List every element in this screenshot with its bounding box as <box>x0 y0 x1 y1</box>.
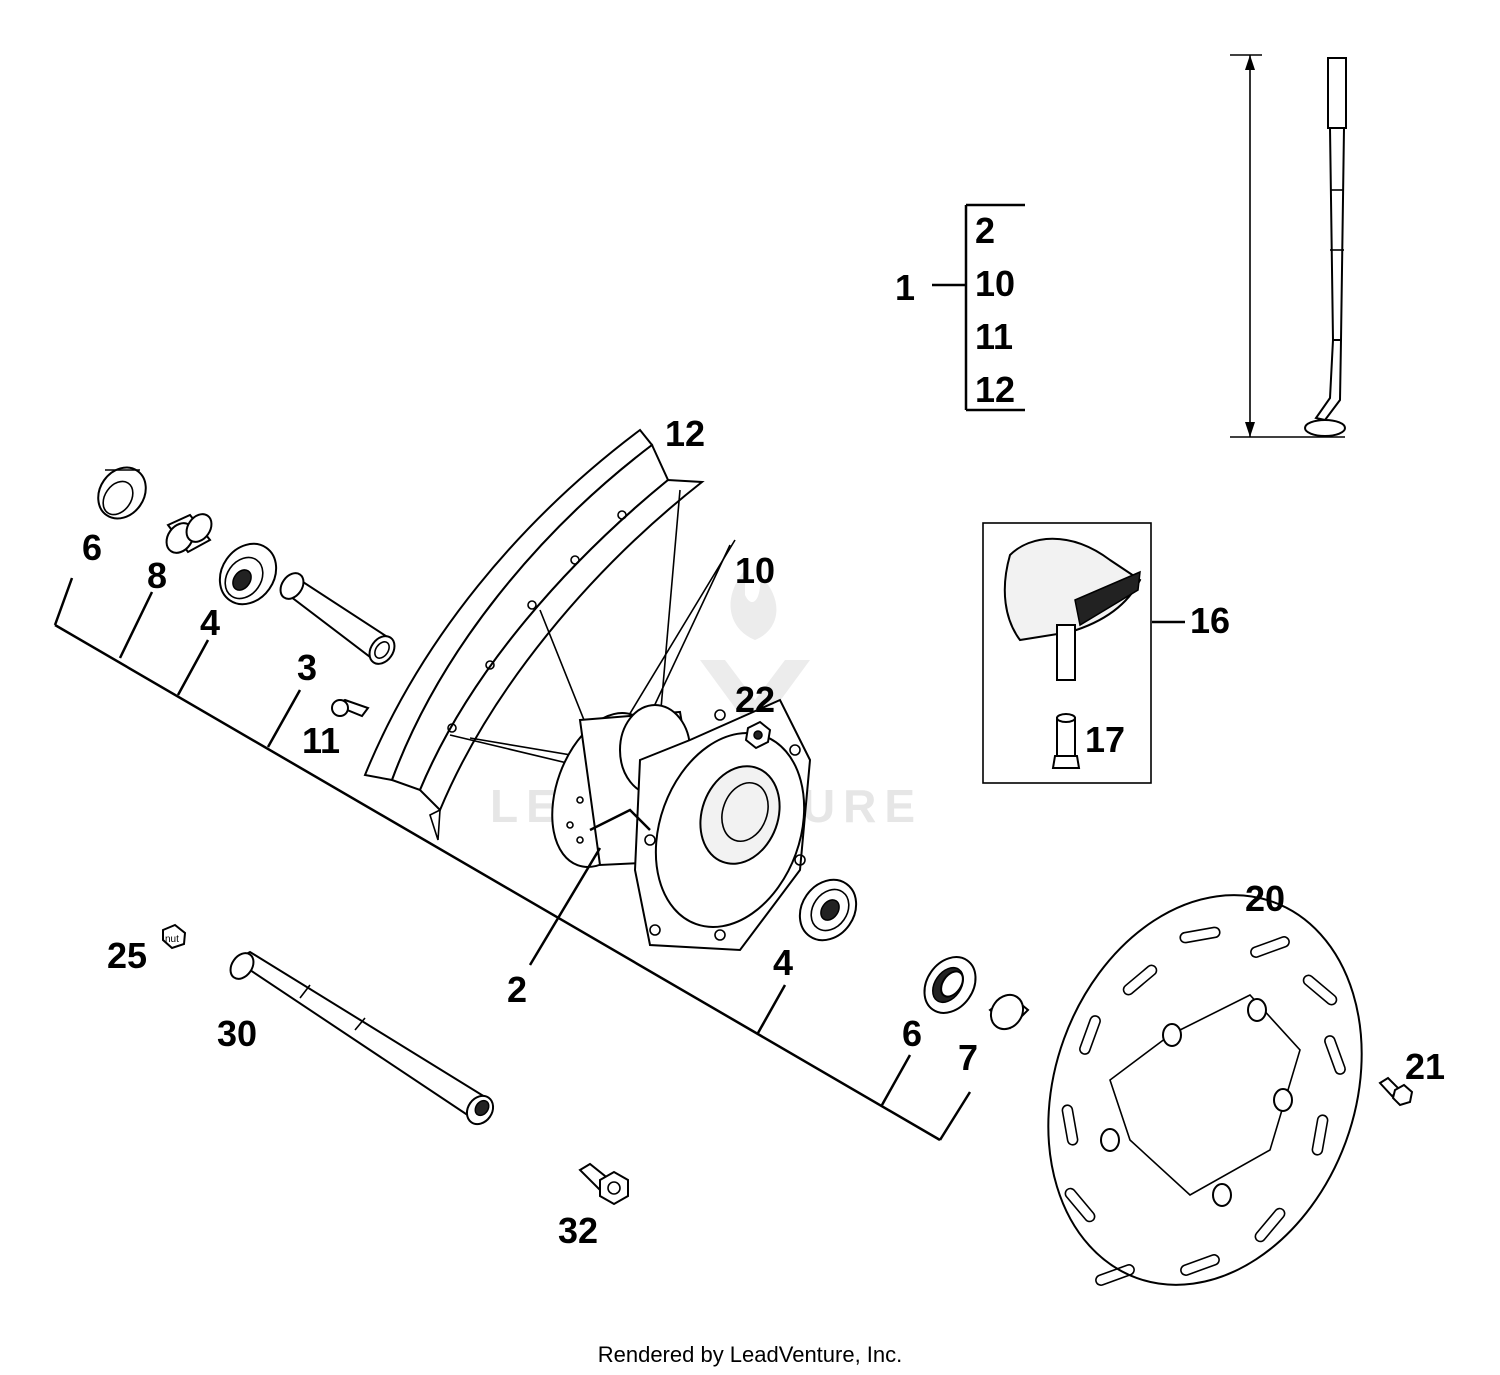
seal-ring-left <box>97 466 147 520</box>
callout-10: 10 <box>735 550 775 591</box>
callout-22: 22 <box>735 679 775 720</box>
svg-text:nut: nut <box>165 934 179 945</box>
spoke-nipple <box>331 698 370 718</box>
axis-line <box>53 577 972 1142</box>
callout-32: 32 <box>558 1210 598 1251</box>
spacer-right <box>988 993 1030 1031</box>
axle <box>229 950 495 1126</box>
callout-3: 3 <box>297 647 317 688</box>
callout-6: 6 <box>82 527 102 568</box>
seal-ring-right <box>923 956 977 1014</box>
kit-item: 10 <box>975 263 1015 304</box>
callout-11: 11 <box>302 720 340 761</box>
kit-item: 2 <box>975 210 995 251</box>
spacer-sleeve <box>165 513 213 554</box>
distance-tube <box>279 572 396 665</box>
callout-7: 7 <box>958 1037 978 1078</box>
disc-slots <box>1061 926 1346 1286</box>
callout-17: 17 <box>1085 719 1125 760</box>
spoke-detail <box>1230 54 1347 438</box>
callout-21: 21 <box>1405 1046 1445 1087</box>
hex-nut <box>744 720 772 750</box>
small-nut: nut <box>162 923 187 950</box>
callout-16: 16 <box>1190 600 1230 641</box>
kit-bracket: 1 2 10 11 12 <box>895 203 1025 412</box>
callout-30: 30 <box>217 1013 257 1054</box>
bearing-right <box>798 878 858 942</box>
footer-credit: Rendered by LeadVenture, Inc. <box>598 1342 903 1367</box>
bearing-left <box>218 542 278 606</box>
leader-2 <box>528 847 602 966</box>
callout-labels: 6 8 4 3 11 12 10 22 2 4 6 7 16 17 20 21 … <box>82 413 1445 1251</box>
axle-bolt <box>578 1162 629 1206</box>
hub <box>551 698 812 952</box>
kit-label: 1 <box>895 267 915 308</box>
valve-core <box>1051 713 1081 769</box>
kit-item: 12 <box>975 369 1015 410</box>
disc-bolt <box>1378 1076 1414 1107</box>
brake-disc <box>1047 894 1363 1286</box>
callout-12: 12 <box>665 413 705 454</box>
callout-25: 25 <box>107 935 147 976</box>
callout-2: 2 <box>507 969 527 1010</box>
kit-item: 11 <box>975 316 1013 357</box>
callout-20: 20 <box>1245 878 1285 919</box>
callout-8: 8 <box>147 555 167 596</box>
callout-4: 4 <box>200 602 220 643</box>
callout-6: 6 <box>902 1013 922 1054</box>
valve-box <box>982 522 1185 784</box>
rim <box>363 428 705 841</box>
callout-4: 4 <box>773 942 793 983</box>
